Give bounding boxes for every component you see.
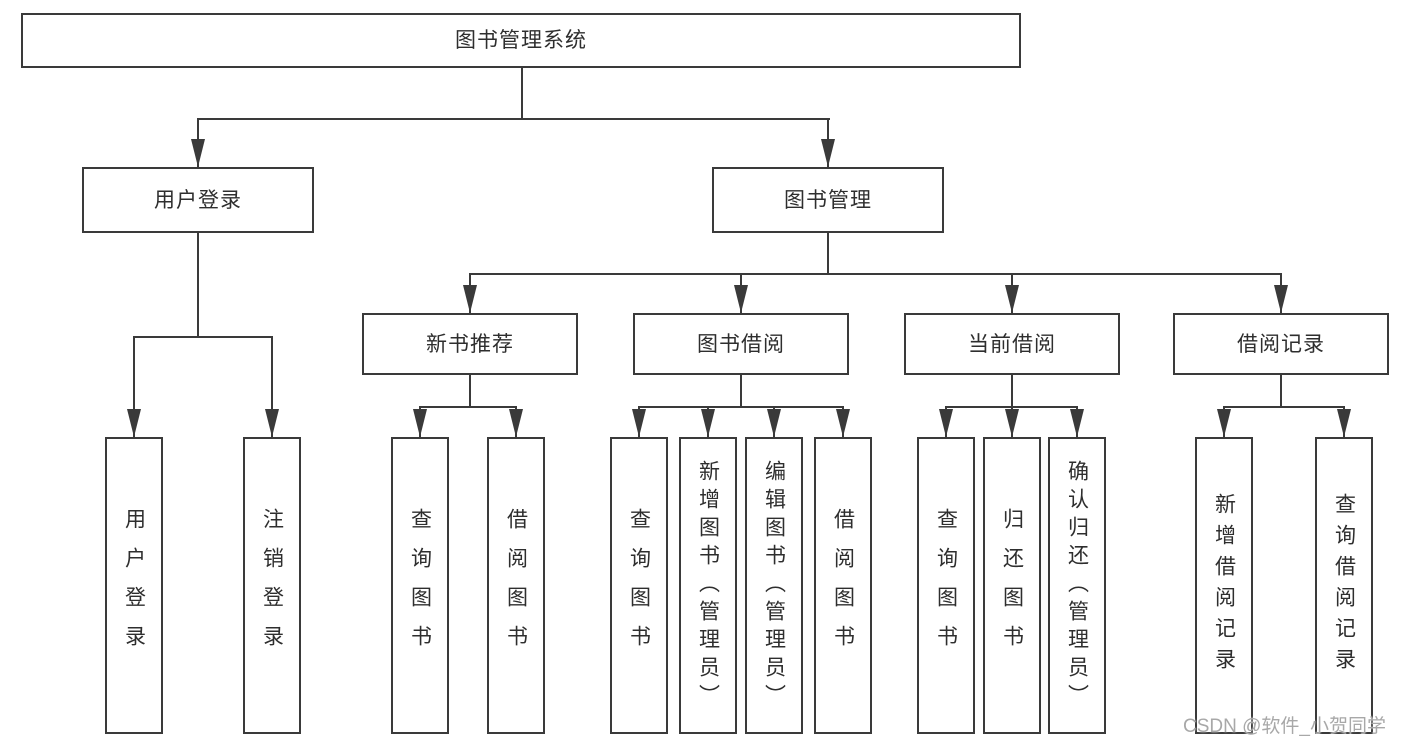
connector-drop-leaf-logout	[271, 336, 273, 437]
connector-g4-stem	[1011, 375, 1013, 406]
arrowhead-g3-leaf-4	[836, 409, 850, 437]
leaf-confirm-return-admin: 确认归还（管理员）	[1048, 437, 1106, 734]
connector-level3-hbar	[469, 273, 1282, 275]
arrowhead-current-borrow	[1005, 285, 1019, 313]
connector-g3-stem	[740, 375, 742, 406]
node-book-management: 图书管理	[712, 167, 944, 233]
arrowhead-book-mgmt	[821, 139, 835, 167]
arrowhead-borrow-records	[1274, 285, 1288, 313]
arrowhead-leaf-login	[127, 409, 141, 437]
connector-g2-stem	[469, 375, 471, 406]
connector-user-login-stem	[197, 233, 199, 336]
csdn-watermark: CSDN @软件_小贺同学	[1183, 716, 1386, 737]
arrowhead-g4-leaf-3	[1070, 409, 1084, 437]
connector-root-stem	[521, 68, 523, 118]
arrowhead-g3-leaf-1	[632, 409, 646, 437]
node-root-library-system: 图书管理系统	[21, 13, 1021, 68]
connector-user-login-hbar	[133, 336, 273, 338]
leaf-query-book-recommend: 查询图书	[391, 437, 449, 734]
leaf-edit-book-admin: 编辑图书（管理员）	[745, 437, 803, 734]
node-user-login: 用户登录	[82, 167, 314, 233]
node-current-borrowing: 当前借阅	[904, 313, 1120, 375]
connector-g5-hbar	[1223, 406, 1345, 408]
leaf-add-borrow-record: 新增借阅记录	[1195, 437, 1253, 734]
leaf-query-book-borrowing: 查询图书	[610, 437, 668, 734]
arrowhead-g2-leaf-1	[413, 409, 427, 437]
connector-g3-hbar	[638, 406, 844, 408]
leaf-logout: 注销登录	[243, 437, 301, 734]
node-borrowing-records: 借阅记录	[1173, 313, 1389, 375]
connector-g2-hbar	[419, 406, 517, 408]
leaf-borrow-book-recommend: 借阅图书	[487, 437, 545, 734]
leaf-query-borrow-record: 查询借阅记录	[1315, 437, 1373, 734]
arrowhead-new-book	[463, 285, 477, 313]
arrowhead-g4-leaf-2	[1005, 409, 1019, 437]
connector-root-hbar	[197, 118, 830, 120]
connector-g5-stem	[1280, 375, 1282, 406]
leaf-user-login: 用户登录	[105, 437, 163, 734]
arrowhead-leaf-logout	[265, 409, 279, 437]
arrowhead-g4-leaf-1	[939, 409, 953, 437]
connector-book-mgmt-stem	[827, 233, 829, 273]
arrowhead-book-borrow	[734, 285, 748, 313]
leaf-query-book-current: 查询图书	[917, 437, 975, 734]
node-new-book-recommend: 新书推荐	[362, 313, 578, 375]
arrowhead-g3-leaf-3	[767, 409, 781, 437]
arrowhead-g3-leaf-2	[701, 409, 715, 437]
connector-drop-leaf-login	[133, 336, 135, 437]
arrowhead-g2-leaf-2	[509, 409, 523, 437]
node-book-borrowing: 图书借阅	[633, 313, 849, 375]
leaf-add-book-admin: 新增图书（管理员）	[679, 437, 737, 734]
arrowhead-g5-leaf-2	[1337, 409, 1351, 437]
arrowhead-g5-leaf-1	[1217, 409, 1231, 437]
leaf-borrow-book: 借阅图书	[814, 437, 872, 734]
arrowhead-user-login	[191, 139, 205, 167]
leaf-return-book: 归还图书	[983, 437, 1041, 734]
